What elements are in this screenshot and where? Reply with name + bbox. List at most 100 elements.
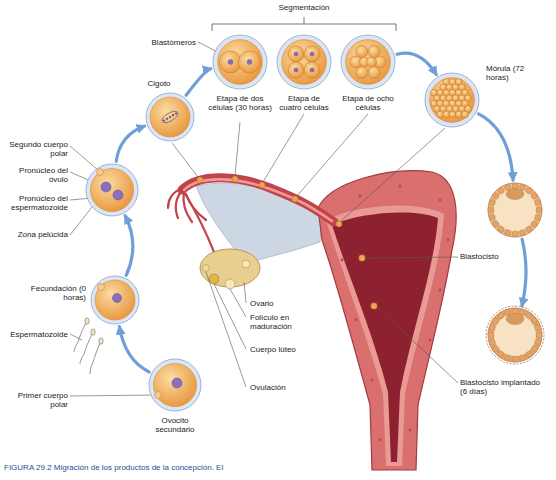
cell-outline [462,111,469,118]
leader-lines [235,122,240,176]
cell-outline [512,183,518,189]
tract-cells [371,303,377,309]
cell-outline [489,200,495,206]
cell-outline [526,313,532,319]
cell-outline [526,188,532,194]
cell-outline [512,308,518,314]
migration-arrow [522,239,526,306]
cell-outline [304,62,320,78]
cell-outline [90,168,133,211]
part-label: Cuerpo lúteo [250,345,308,354]
blastocyst-cell: Blastocisto [487,182,543,238]
uterus-texture [341,259,344,262]
sperm-heads [85,318,89,324]
cell-outline [150,97,190,137]
sperm-heads [85,318,103,344]
cell-outline [310,52,314,56]
cell-outline [526,226,532,232]
cell-outline [430,78,475,123]
uterus-texture [371,379,374,382]
leader-lines [70,334,82,340]
cell-outline [489,325,495,331]
cell-outline [218,40,263,85]
cell-label: Zona pelúcida [4,230,68,239]
cell-outline [276,34,332,90]
uterine-tube [182,178,334,222]
cell-outline [213,35,267,89]
cell-outline [531,221,537,227]
cell-outline [488,183,542,237]
cell-outline [228,60,233,65]
cell-outline [169,116,171,118]
cell-label: Fecundación (0 horas) [26,284,86,302]
uterus-texture [355,319,358,322]
cell-outline [512,356,518,362]
cell-outline [113,190,123,200]
cell-outline [368,46,380,58]
cell-outline [95,280,135,320]
cell-outline [519,230,525,236]
uterus-texture [439,199,442,202]
cell-outline [86,164,138,216]
leader-lines [341,128,445,221]
cell-outline [304,46,320,62]
cell-outline [113,294,122,303]
cell-outline [212,34,268,90]
pronuclei-cell: Segundo cuerpo polarPronúcleo del óvuloP… [85,163,139,217]
cell-outline [98,284,105,291]
cell-outline [437,111,444,118]
sperm-heads [99,338,103,344]
cell-outline [247,60,252,65]
tube-lumen [184,179,332,221]
cell-outline [282,40,327,85]
part-label: Ovario [250,299,310,308]
cell-outline [531,346,537,352]
cell-outline [148,358,202,412]
leader-lines [172,143,198,177]
cell-outline [487,307,543,363]
cell-label: Etapa de dos células (30 horas) [205,94,275,112]
cell-outline [535,200,541,206]
migration-arrow [397,53,436,74]
part-label: Blastómeros [138,38,196,47]
cell-outline [220,51,242,73]
zygote-cell: Cigoto [145,92,195,142]
cell-outline [535,214,541,220]
cell-outline [443,111,450,118]
cell-outline [288,62,304,78]
cell-outline [493,318,499,324]
cell-outline [531,193,537,199]
cell-outline [145,92,195,142]
cell-label: Segundo cuerpo polar [4,140,68,158]
cell-outline [536,207,542,213]
cell-outline [493,221,499,227]
cell-outline [512,231,518,237]
two-cell-stage: Etapa de dos células (30 horas) [212,34,268,90]
sperm [74,323,100,374]
corpus-luteum [209,274,219,284]
tract-cells [197,176,377,309]
cell-outline [535,339,541,345]
cell-outline [341,35,395,89]
cell-outline [101,182,111,192]
cell-outline [166,118,168,120]
tract-cells [197,177,203,183]
uterus-texture [399,185,402,188]
cell-label: Blastocisto [460,252,520,261]
cell-outline [505,355,511,361]
cell-outline [498,226,504,232]
cell-outline [519,355,525,361]
fimbriae [186,194,206,220]
tract-cells [259,182,265,188]
cell-outline [535,325,541,331]
migration-arrow [186,69,211,96]
leader-lines [70,146,98,170]
ovulation-site [203,265,210,272]
four-cell-stage: Etapa de cuatro células [276,34,332,90]
cell-outline [97,169,104,176]
uterus-texture [359,195,362,198]
cell-outline [506,189,524,200]
